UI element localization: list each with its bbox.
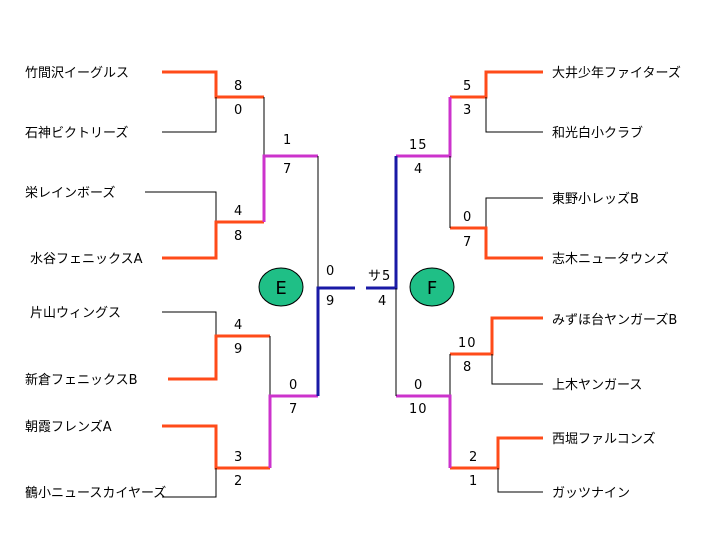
left-r1m4-winner-line — [162, 424, 270, 470]
left-r2top-score-bottom: 7 — [283, 162, 292, 177]
right-r1m2-score-top: 0 — [463, 210, 472, 225]
left-team-3: 栄レインボーズ — [25, 185, 115, 201]
right-r1m4-score-top: 2 — [469, 450, 478, 465]
right-r2top-score-top: 15 — [409, 138, 428, 153]
left-r1m3-winner-line — [168, 334, 270, 381]
left-r1m1-score-top: 8 — [234, 79, 243, 94]
right-r1m2-loser-line — [485, 197, 543, 228]
left-team-5: 片山ウィングス — [30, 306, 121, 321]
left-team-8: 鶴小ニュースカイヤーズ — [25, 485, 166, 501]
right-final-score-bottom: 4 — [378, 294, 387, 309]
left-r1m2-score-top: 4 — [234, 204, 243, 219]
right-team-2: 和光白小クラブ — [552, 125, 643, 141]
left-r1m4-score-bottom: 2 — [234, 474, 243, 489]
right-final-score-top: サ5 — [368, 269, 391, 284]
right-team-5: みずほ台ヤンガーズB — [552, 312, 677, 328]
left-r1m3-loser-line — [162, 311, 217, 336]
left-r1m4-loser-line — [162, 468, 217, 498]
right-team-4: 志木ニュータウンズ — [552, 251, 669, 267]
left-r2bot-score-bottom: 7 — [289, 402, 298, 417]
left-r1m1-score-bottom: 0 — [234, 103, 243, 118]
left-r1m3-score-top: 4 — [234, 318, 243, 333]
block-f-label: F — [427, 278, 437, 299]
left-r1m1-winner-line — [162, 70, 264, 99]
left-team-2: 石神ビクトリーズ — [25, 125, 128, 141]
block-e-badge — [258, 267, 304, 307]
left-r1m2-loser-line — [145, 191, 217, 222]
left-r2bot-score-top: 0 — [289, 378, 298, 393]
right-team-3: 東野小レッズB — [552, 191, 639, 207]
right-r1m1-score-bottom: 3 — [463, 103, 472, 118]
left-r1m2-score-bottom: 8 — [234, 229, 243, 244]
left-semi-winner-line — [316, 286, 355, 396]
right-team-8: ガッツナイン — [552, 486, 630, 501]
right-r1m2-winner-line — [450, 226, 543, 260]
left-r1m1-loser-line — [162, 97, 217, 133]
right-r1m1-winner-line — [450, 70, 543, 99]
left-team-4: 水谷フェニックスA — [30, 252, 143, 267]
right-r1m4-score-bottom: 1 — [469, 474, 478, 489]
right-r2top-score-bottom: 4 — [414, 162, 423, 177]
left-team-6: 新倉フェニックスB — [25, 372, 138, 388]
left-team-1: 竹間沢イーグルス — [25, 66, 129, 81]
right-r1m3-score-bottom: 8 — [463, 360, 472, 375]
left-r2bot-winner-line — [268, 394, 318, 468]
left-team-7: 朝霞フレンズA — [25, 419, 112, 435]
right-r2bot-score-top: 0 — [414, 378, 423, 393]
right-r1m2-score-bottom: 7 — [463, 235, 472, 250]
block-e-label: E — [275, 278, 286, 299]
left-final-score-top: 0 — [326, 264, 335, 279]
left-r1m4-score-top: 3 — [234, 450, 243, 465]
right-r1m3-score-top: 10 — [458, 336, 477, 351]
left-r2top-score-top: 1 — [283, 133, 292, 148]
right-r1m4-loser-line — [497, 468, 543, 493]
right-r1m3-winner-line — [450, 316, 543, 356]
right-team-7: 西堀ファルコンズ — [552, 431, 655, 447]
left-final-score-bottom: 9 — [326, 294, 335, 309]
right-team-6: 上木ヤンガース — [552, 378, 642, 393]
left-r2top-winner-line — [262, 154, 318, 222]
left-r1m3-score-bottom: 9 — [234, 342, 243, 357]
right-r1m4-winner-line — [450, 436, 543, 470]
right-r2bot-winner-line — [396, 394, 452, 468]
left-r1m2-winner-line — [162, 220, 264, 260]
right-r1m1-score-top: 5 — [463, 79, 472, 94]
right-r1m1-loser-line — [485, 97, 543, 133]
right-team-1: 大井少年ファイターズ — [552, 65, 681, 81]
block-f-badge — [409, 267, 455, 307]
right-r1m3-loser-line — [491, 354, 543, 385]
right-r2bot-score-bottom: 10 — [409, 402, 428, 417]
